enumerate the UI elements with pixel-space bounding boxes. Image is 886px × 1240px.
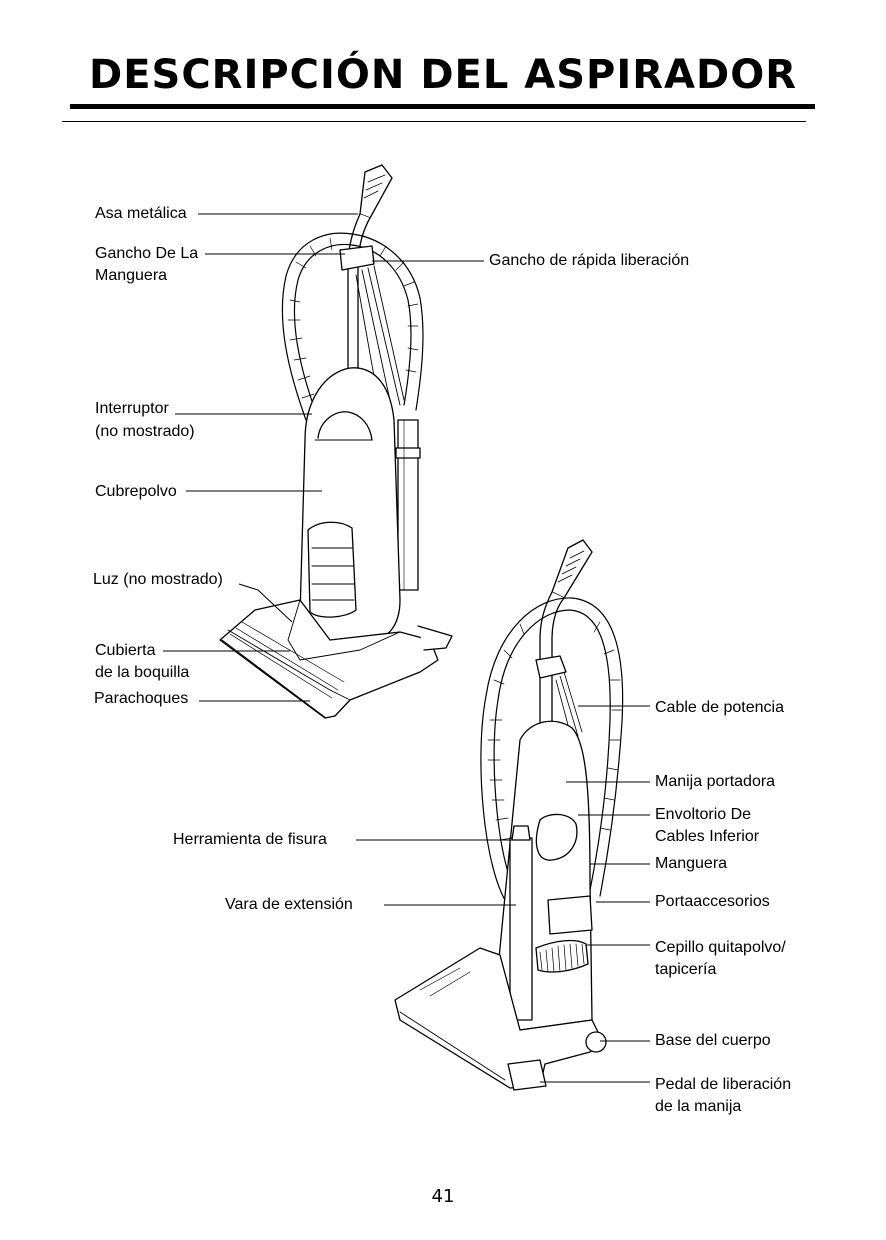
label-cepillo-line1: Cepillo quitapolvo/ (655, 939, 786, 956)
label-cubierta-line2: de la boquilla (95, 664, 190, 681)
page-number: 41 (431, 1186, 455, 1207)
label-cubierta-line1: Cubierta (95, 642, 156, 659)
label-pedal-line2: de la manija (655, 1098, 742, 1115)
title-underline-thick (70, 104, 815, 109)
label-gancho-manguera-line1: Gancho De La (95, 245, 199, 262)
label-pedal-line1: Pedal de liberación (655, 1076, 792, 1093)
label-gancho-manguera-line2: Manguera (95, 267, 168, 284)
label-cubrepolvo: Cubrepolvo (95, 483, 177, 500)
label-envoltorio-line2: Cables Inferior (655, 828, 760, 845)
label-cable-potencia: Cable de potencia (655, 699, 784, 716)
label-portaaccesorios: Portaaccesorios (655, 893, 770, 910)
label-envoltorio-line1: Envoltorio De (655, 806, 752, 823)
label-asa-metalica: Asa metálica (95, 205, 187, 222)
label-base-cuerpo: Base del cuerpo (655, 1032, 771, 1049)
label-cepillo-line2: tapicería (655, 961, 717, 978)
front-vacuum-drawing (219, 164, 453, 719)
label-manija-portadora: Manija portadora (655, 773, 776, 790)
label-manguera: Manguera (655, 855, 728, 872)
label-interruptor-line2: (no mostrado) (95, 423, 195, 440)
label-herramienta-fisura: Herramienta de fisura (173, 831, 327, 848)
label-vara-extension: Vara de extensión (225, 896, 353, 913)
label-interruptor-line1: Interruptor (95, 400, 169, 417)
page-title: DESCRIPCIÓN DEL ASPIRADOR (88, 52, 797, 98)
label-parachoques: Parachoques (94, 690, 189, 707)
title-underline-thin (62, 121, 806, 122)
leader-lines (163, 213, 650, 1083)
label-luz: Luz (no mostrado) (93, 571, 223, 588)
label-gancho-rapida-liberacion: Gancho de rápida liberación (489, 252, 690, 269)
